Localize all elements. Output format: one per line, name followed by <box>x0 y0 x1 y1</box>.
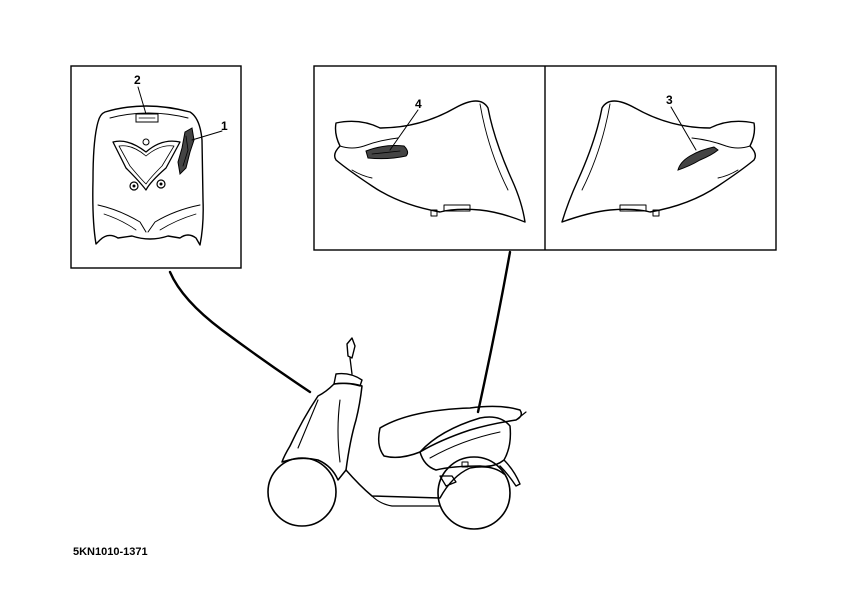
rear-wheel <box>437 456 511 530</box>
left-side-cover-drawing <box>333 100 526 223</box>
front-side-decal <box>177 127 195 176</box>
leader-line-front <box>168 270 312 394</box>
front-panel-drawing <box>92 105 204 246</box>
front-panel-detail: 2 1 <box>70 65 242 269</box>
callout-3: 3 <box>666 93 673 107</box>
bolt-left <box>129 181 139 191</box>
bolt-right <box>156 179 166 189</box>
scooter-overview <box>267 337 527 530</box>
callout-2: 2 <box>134 73 141 87</box>
callout-1: 1 <box>221 119 228 133</box>
callout-4: 4 <box>415 97 422 111</box>
right-side-cover-drawing <box>561 100 757 223</box>
side-covers-detail: 4 3 <box>313 65 777 251</box>
figure-code: 5KN1010-1371 <box>73 546 148 558</box>
right-cover-decal <box>677 146 719 171</box>
leader-line-side <box>476 250 512 414</box>
front-wheel <box>267 457 337 527</box>
front-panel-frame <box>70 65 242 269</box>
